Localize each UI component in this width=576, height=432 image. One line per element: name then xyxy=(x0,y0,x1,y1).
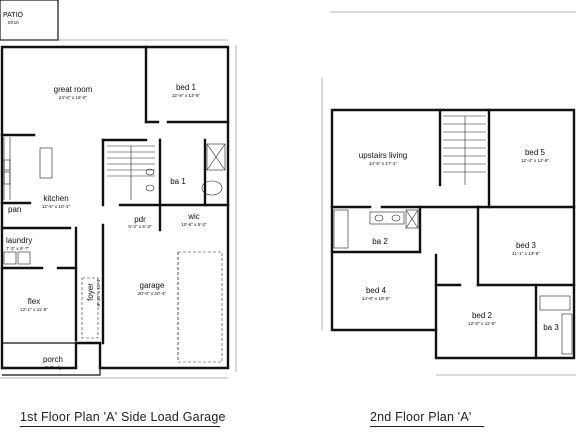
laundry-label: laundry xyxy=(6,236,32,245)
porch-outline xyxy=(2,342,101,376)
bed2-dim: 12'-6" x 11'-5" xyxy=(468,321,496,326)
flex-dim: 12'-1" x 11'-5" xyxy=(20,307,48,312)
bed1-label: bed 1 xyxy=(176,83,197,92)
upstairs-living-dim: 14'-6" x 17'-1" xyxy=(369,161,398,166)
first-floor-caption: 1st Floor Plan 'A' Side Load Garage xyxy=(20,410,226,424)
bed4-label: bed 4 xyxy=(366,286,387,295)
garage-label: garage xyxy=(140,281,165,290)
ba2-label: ba 2 xyxy=(372,237,388,246)
ba1-label: ba 1 xyxy=(170,177,186,186)
pdr-dim: 5'-3" x 5'-3" xyxy=(128,224,152,229)
great-room-dim: 24'-6" x 16'-0" xyxy=(59,95,88,100)
bed2-label: bed 2 xyxy=(472,311,493,320)
bed5-dim: 12'-4" x 12'-9" xyxy=(521,158,550,163)
laundry-dim: 7'-3" x 6'-7" xyxy=(6,246,30,251)
ba1-fixtures xyxy=(145,143,226,196)
ba3-label: ba 3 xyxy=(543,323,559,332)
upstairs-living-label: upstairs living xyxy=(359,151,407,160)
bed1-dim: 12'-9" x 13'-9" xyxy=(172,93,201,98)
second-floor-caption-underline xyxy=(370,426,484,427)
bed3-label: bed 3 xyxy=(516,241,537,250)
patio-dim: 8X10 xyxy=(8,20,19,25)
pdr-label: pdr xyxy=(134,215,146,224)
ba3-fixtures xyxy=(539,295,573,355)
garage-parking-outline xyxy=(177,251,223,363)
foyer-rug-outline xyxy=(81,277,99,339)
wic-dim: 10'-6" x 5'-2" xyxy=(181,222,207,227)
garage-dim: 20'-0" x 20'-4" xyxy=(138,291,167,296)
foyer-dim: 6'-10" x 15'-4" xyxy=(96,278,101,307)
first-floor-plan: PATIO 8X10 xyxy=(0,0,237,379)
first-floor-caption-underline xyxy=(20,426,220,427)
bed3-dim: 11'-1" x 13'-9" xyxy=(512,251,540,256)
ba2-fixtures xyxy=(333,209,419,249)
porch-label: porch xyxy=(43,355,63,364)
pantry-label: pan xyxy=(8,205,21,214)
kitchen-label: kitchen xyxy=(43,194,68,203)
second-floor-plan: upstairs living 14'-6" x 17'-1" bed 5 12… xyxy=(321,11,576,376)
second-floor-stairs xyxy=(443,115,486,185)
flex-label: flex xyxy=(28,297,40,306)
second-floor-caption: 2nd Floor Plan 'A' xyxy=(370,410,472,424)
patio-label: PATIO xyxy=(3,12,24,19)
wic-label: wic xyxy=(187,212,200,221)
great-room-label: great room xyxy=(54,85,93,94)
first-floor-stairs xyxy=(107,145,155,200)
kitchen-fixtures xyxy=(3,137,53,200)
porch-dim: 9'-7" clg xyxy=(45,365,62,370)
bed5-label: bed 5 xyxy=(525,148,546,157)
bed4-dim: 14'-8" x 10'-5" xyxy=(362,296,391,301)
foyer-label: foyer xyxy=(86,283,95,301)
kitchen-dim: 12'-5" x 10'-1" xyxy=(42,204,71,209)
laundry-fixtures xyxy=(3,251,31,265)
second-floor-exterior-walls xyxy=(330,108,576,360)
